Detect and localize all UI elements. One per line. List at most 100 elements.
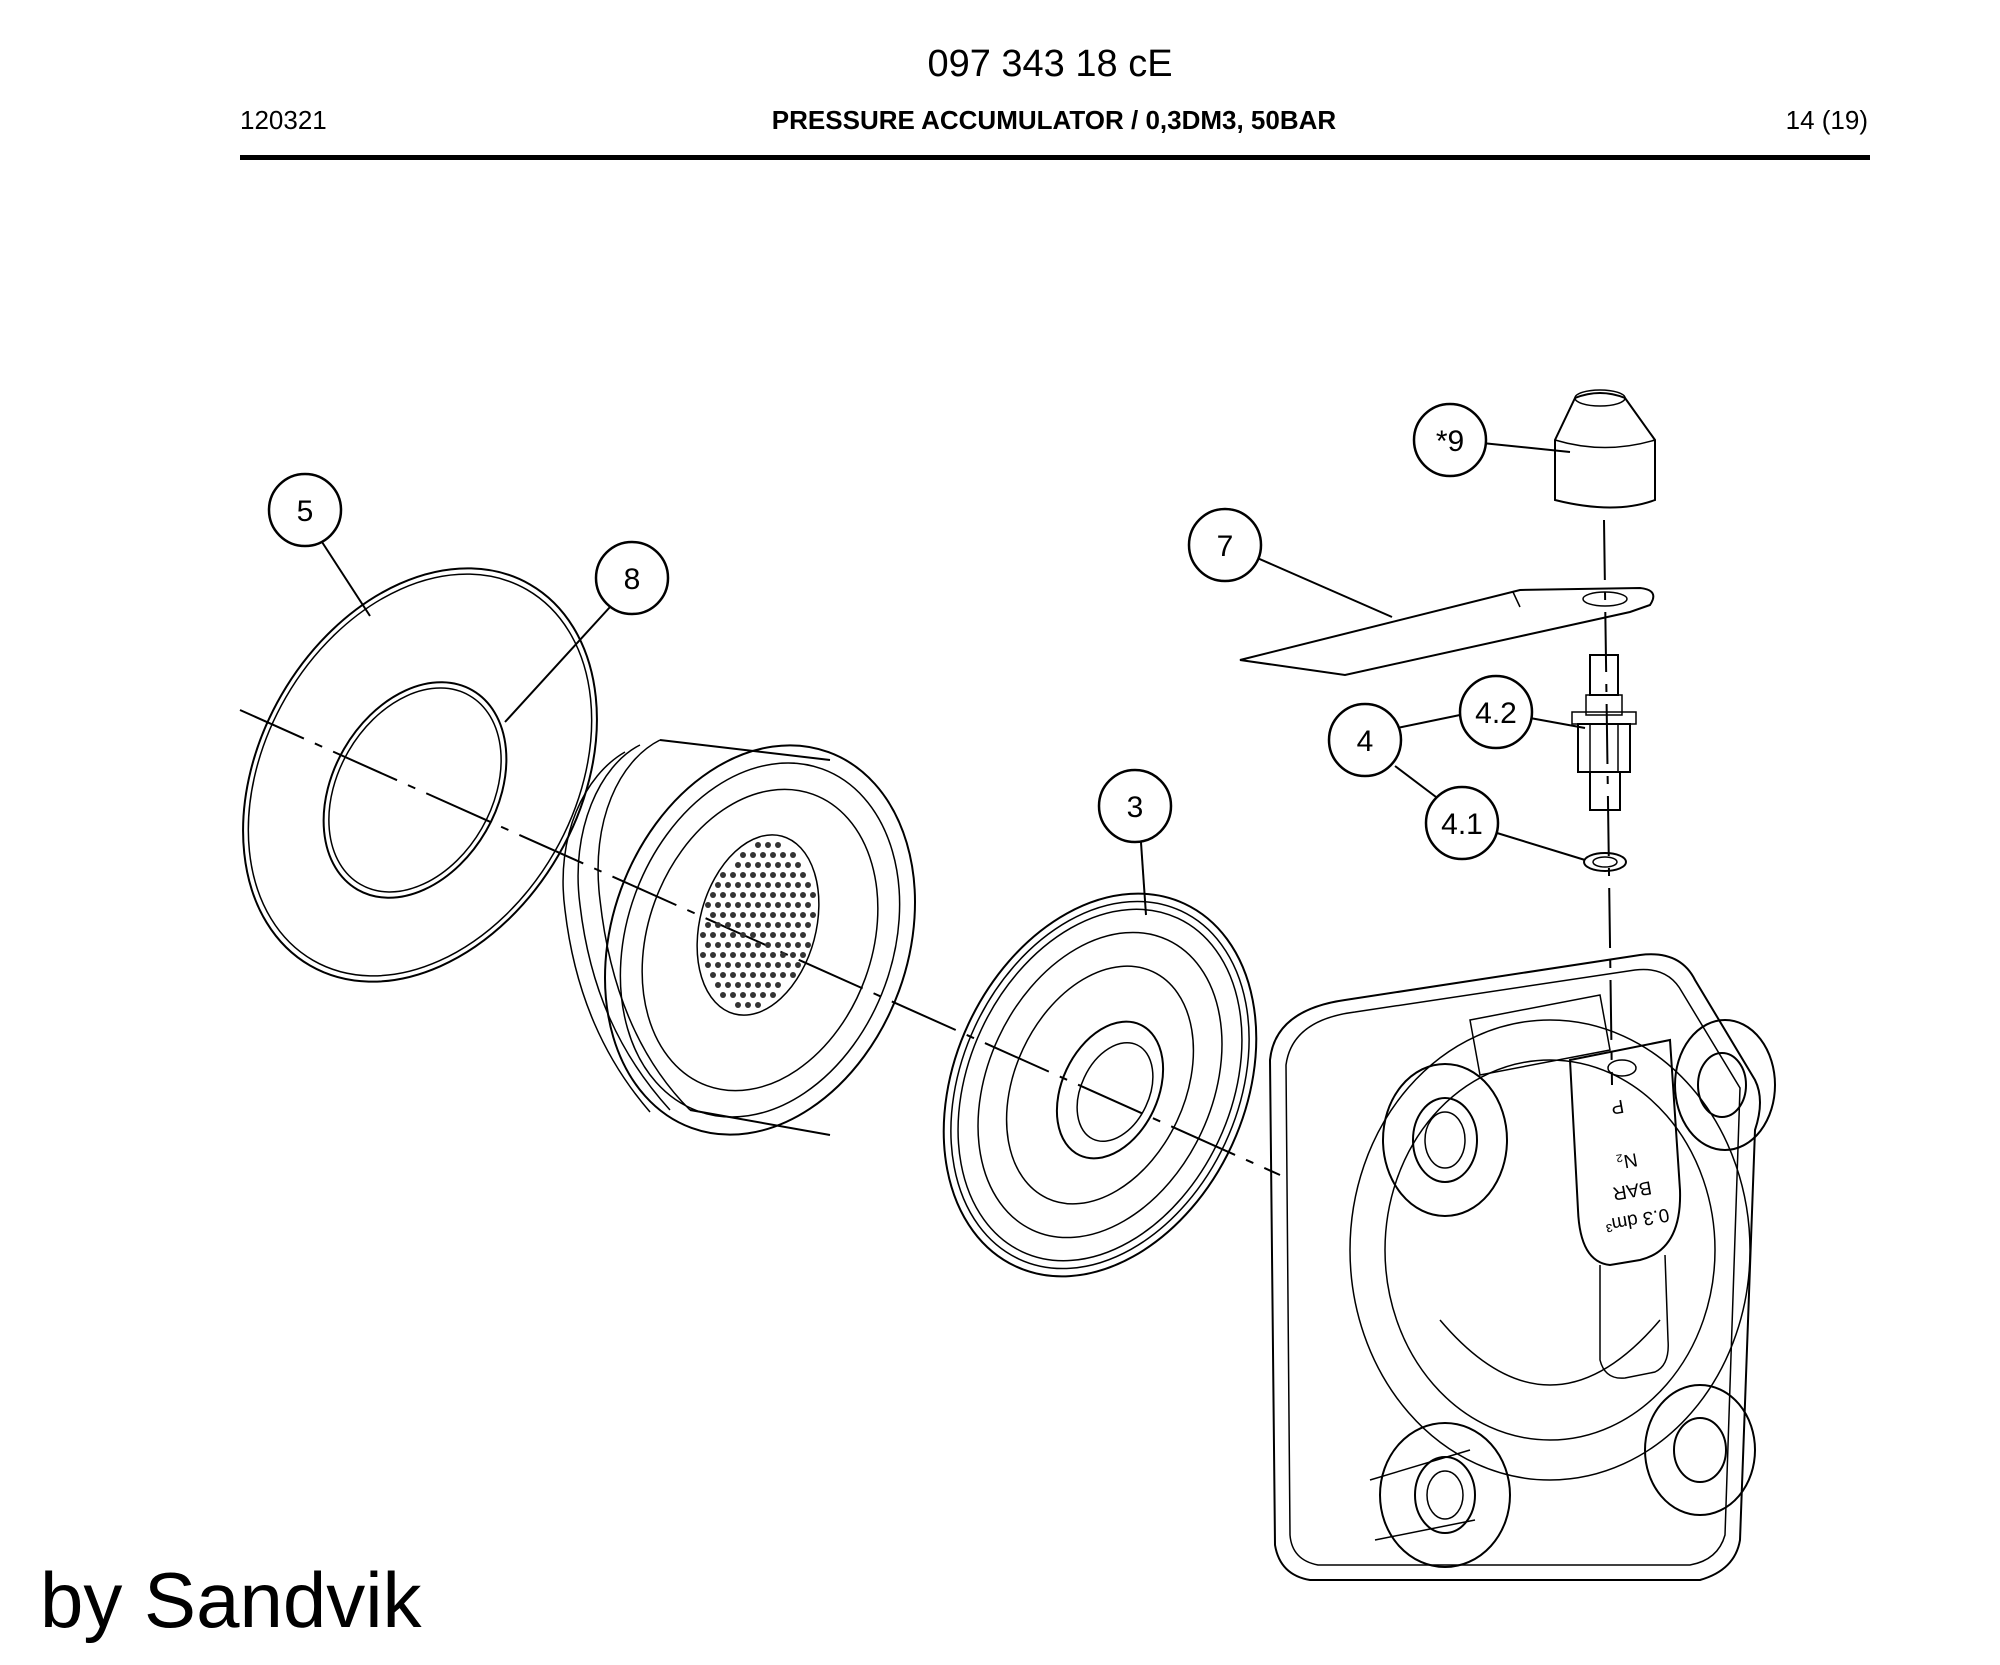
screen-hole	[785, 922, 791, 928]
screen-hole	[730, 912, 736, 918]
screen-hole	[730, 932, 736, 938]
screen-hole	[785, 862, 791, 868]
screen-hole	[750, 912, 756, 918]
screen-hole	[760, 972, 766, 978]
screen-hole	[805, 942, 811, 948]
screen-hole	[705, 922, 711, 928]
screen-hole	[785, 902, 791, 908]
screen-hole	[705, 962, 711, 968]
screen-hole	[720, 912, 726, 918]
screen-hole	[760, 952, 766, 958]
screen-hole	[740, 992, 746, 998]
screen-hole	[730, 952, 736, 958]
screen-hole	[755, 1002, 761, 1008]
screen-hole	[765, 842, 771, 848]
screen-hole	[710, 912, 716, 918]
screen-hole	[780, 892, 786, 898]
screen-hole	[770, 872, 776, 878]
screen-hole	[755, 882, 761, 888]
screen-hole	[775, 882, 781, 888]
screen-hole	[740, 952, 746, 958]
screen-hole	[750, 892, 756, 898]
screen-hole	[780, 972, 786, 978]
svg-text:4: 4	[1357, 725, 1374, 758]
screen-hole	[780, 912, 786, 918]
screen-hole	[790, 932, 796, 938]
callout-3: 3	[1097, 768, 1173, 844]
screen-hole	[740, 932, 746, 938]
screen-hole	[760, 992, 766, 998]
screen-hole	[720, 892, 726, 898]
part-9-cap	[1554, 389, 1656, 509]
callout-9: *9	[1412, 402, 1488, 478]
screen-hole	[745, 982, 751, 988]
screen-hole	[800, 892, 806, 898]
screen-hole	[745, 942, 751, 948]
screen-hole	[740, 972, 746, 978]
screen-hole	[720, 872, 726, 878]
screen-hole	[735, 862, 741, 868]
screen-hole	[770, 892, 776, 898]
screen-hole	[765, 882, 771, 888]
screen-hole	[745, 902, 751, 908]
screen-hole	[790, 852, 796, 858]
screen-hole	[750, 972, 756, 978]
screen-hole	[715, 882, 721, 888]
svg-text:N₂: N₂	[1615, 1148, 1639, 1172]
svg-text:4.2: 4.2	[1475, 697, 1517, 730]
screen-hole	[775, 962, 781, 968]
svg-text:3: 3	[1127, 791, 1144, 824]
screen-hole	[745, 862, 751, 868]
screen-hole	[765, 922, 771, 928]
header-date: 120321	[240, 105, 327, 135]
center-axis	[239, 709, 1281, 1176]
screen-hole	[775, 982, 781, 988]
screen-hole	[775, 902, 781, 908]
screen-hole	[730, 992, 736, 998]
screen-hole	[725, 902, 731, 908]
callout-4-2: 4.2	[1458, 674, 1534, 750]
screen-hole	[710, 892, 716, 898]
screen-hole	[800, 872, 806, 878]
screen-hole	[795, 942, 801, 948]
screen-hole	[745, 1002, 751, 1008]
screen-hole	[770, 952, 776, 958]
svg-text:0.3 dm³: 0.3 dm³	[1604, 1203, 1671, 1235]
screen-hole	[765, 902, 771, 908]
screen-hole	[745, 922, 751, 928]
part-8-o-ring	[322, 681, 508, 899]
screen-hole	[755, 942, 761, 948]
screen-hole	[735, 982, 741, 988]
screen-hole	[715, 902, 721, 908]
screen-hole	[775, 842, 781, 848]
screen-hole	[780, 932, 786, 938]
screen-hole	[760, 852, 766, 858]
screen-hole	[710, 952, 716, 958]
screen-hole	[715, 942, 721, 948]
screen-hole	[735, 942, 741, 948]
screen-hole	[755, 842, 761, 848]
screen-hole	[760, 872, 766, 878]
part-4-valve	[1571, 654, 1637, 811]
screen-hole	[740, 892, 746, 898]
document-number: 097 343 18 cE	[927, 43, 1173, 85]
screen-hole	[755, 982, 761, 988]
screen-hole	[780, 952, 786, 958]
screen-hole	[750, 872, 756, 878]
screen-hole	[805, 902, 811, 908]
screen-hole	[785, 962, 791, 968]
screen-hole	[735, 922, 741, 928]
screen-hole	[740, 852, 746, 858]
screen-hole	[780, 872, 786, 878]
screen-hole	[745, 962, 751, 968]
screen-hole	[765, 862, 771, 868]
screen-hole	[715, 982, 721, 988]
screen-hole	[765, 962, 771, 968]
screen-hole	[725, 882, 731, 888]
screen-hole	[720, 972, 726, 978]
screen-hole	[785, 882, 791, 888]
screen-hole	[770, 912, 776, 918]
svg-text:5: 5	[297, 495, 314, 528]
screen-hole	[795, 922, 801, 928]
screen-hole	[750, 852, 756, 858]
